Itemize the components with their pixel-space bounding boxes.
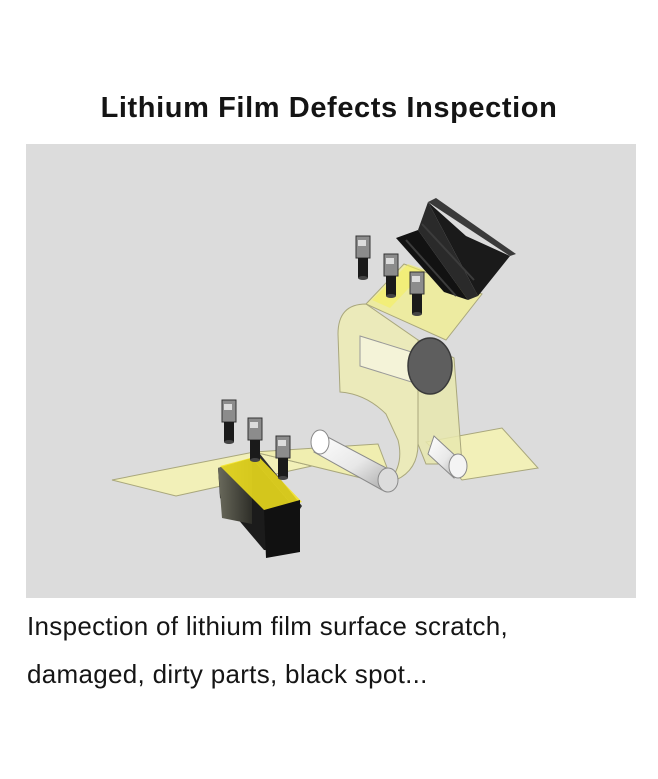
light-bar-icon (218, 454, 302, 558)
caption-line-2: damaged, dirty parts, black spot... (27, 659, 428, 689)
camera-icon (247, 417, 263, 462)
roller-icon (310, 429, 399, 493)
caption-line-1: Inspection of lithium film surface scrat… (27, 611, 509, 641)
camera-icon (221, 399, 237, 444)
caption: Inspection of lithium film surface scrat… (27, 602, 647, 698)
page-title: Lithium Film Defects Inspection (100, 92, 558, 124)
roller-icon (427, 435, 468, 479)
camera-icon (275, 435, 291, 480)
camera-icon (409, 271, 425, 316)
light-bar-icon (396, 198, 516, 300)
camera-icon (355, 235, 371, 280)
roller-icon (359, 335, 453, 395)
camera-icon (383, 253, 399, 298)
inspection-illustration (26, 144, 636, 598)
